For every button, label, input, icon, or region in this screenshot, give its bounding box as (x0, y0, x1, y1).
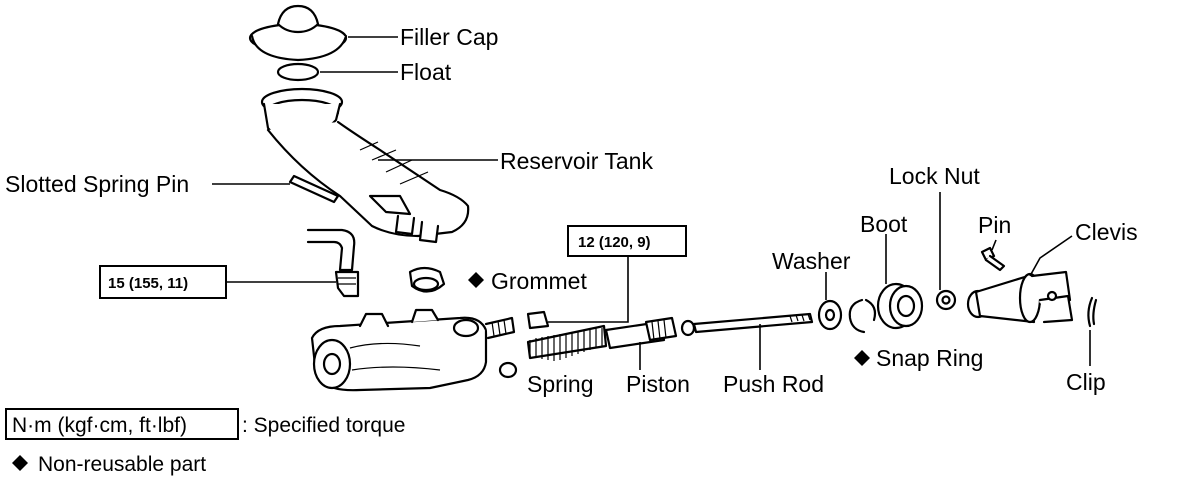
grommet-nonreusable-marker (468, 272, 484, 288)
torque-piston-leader (548, 256, 629, 323)
clevis-drawing (966, 270, 1074, 324)
snap-ring-label: Snap Ring (876, 345, 983, 371)
torque-box-union (99, 265, 227, 299)
boot-drawing (876, 282, 924, 330)
clip-drawing (1087, 296, 1098, 328)
filler-cap-drawing (248, 4, 348, 62)
filler-cap-label: Filler Cap (400, 24, 498, 50)
slotted-spring-pin-drawing (288, 174, 340, 204)
reservoir-tank-drawing (260, 87, 470, 244)
snap-ring-nonreusable-marker (854, 350, 870, 366)
push-rod-drawing (680, 312, 814, 337)
boot-label: Boot (860, 211, 908, 237)
slotted-spring-pin-label: Slotted Spring Pin (5, 171, 189, 197)
float-label: Float (400, 59, 452, 85)
snap-ring-drawing (848, 298, 877, 334)
piston-drawing (604, 316, 678, 350)
torque-value-union: 15 (155, 11) (108, 275, 188, 292)
legend-torque-desc: : Specified torque (242, 414, 405, 437)
lock-nut-label: Lock Nut (889, 163, 980, 189)
torque-box-piston (567, 225, 687, 257)
legend-torque-unit: N·m (kgf·cm, ft·lbf) (12, 414, 187, 437)
torque-value-piston: 12 (120, 9) (578, 234, 651, 251)
spring-drawing (526, 324, 608, 361)
reservoir-tank-label: Reservoir Tank (500, 148, 653, 174)
clevis-label: Clevis (1075, 219, 1138, 245)
grommet-label: Grommet (491, 268, 587, 294)
master-cylinder-body-drawing (310, 308, 516, 392)
clevis-leader (1029, 235, 1073, 277)
legend-nonreusable-marker (12, 455, 28, 471)
pin-leader (991, 239, 997, 251)
legend-nonreusable-label: Non-reusable part (38, 453, 206, 476)
pin-label: Pin (978, 212, 1011, 238)
grommet-drawing (408, 266, 446, 293)
cylinder-seal-drawing (498, 310, 550, 379)
lock-nut-drawing (935, 289, 957, 311)
legend-torque-box (5, 408, 239, 440)
washer-label: Washer (772, 248, 851, 274)
clip-label: Clip (1066, 369, 1106, 395)
piston-label: Piston (626, 371, 690, 397)
spring-label: Spring (527, 371, 593, 397)
washer-drawing (817, 299, 843, 331)
pin-drawing (980, 246, 1006, 272)
union-pipe-drawing (306, 228, 360, 298)
push-rod-label: Push Rod (723, 371, 824, 397)
float-drawing (276, 62, 320, 82)
